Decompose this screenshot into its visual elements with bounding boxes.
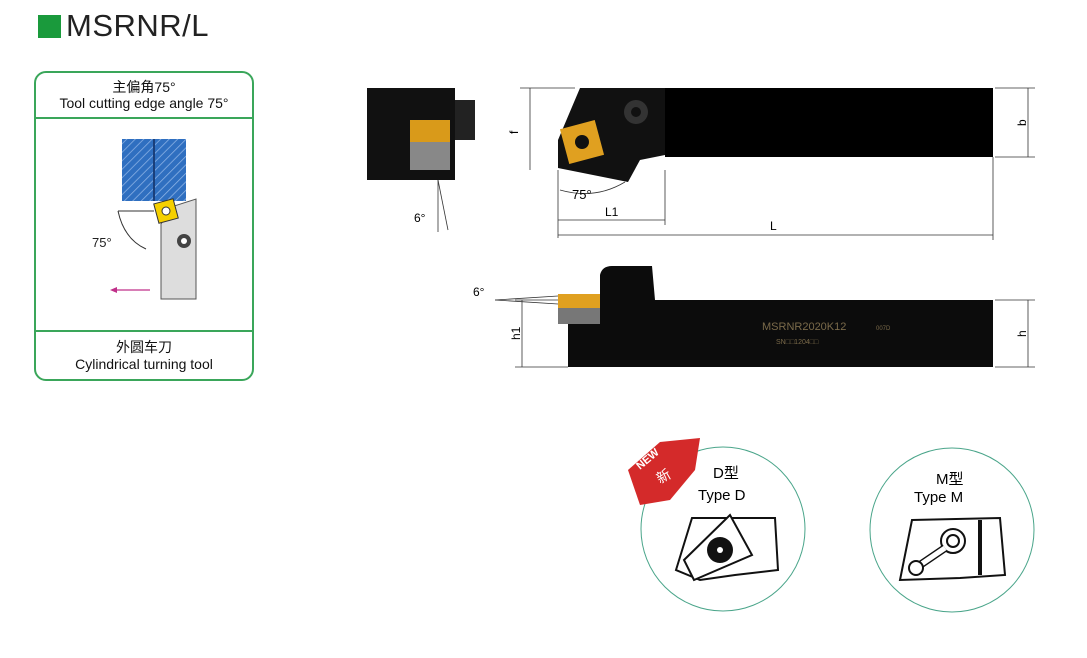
dim-f: f <box>507 130 521 134</box>
type-d-en: Type D <box>698 487 746 504</box>
type-d-circle: NEW 新 D型 Type D <box>628 438 806 612</box>
dim-L1: L1 <box>605 205 619 219</box>
title-text: MSRNR/L <box>66 8 210 43</box>
angle-75: 75° <box>572 187 592 202</box>
footer-cn: 外圆车刀 <box>116 339 172 355</box>
clearance-angle-top: 6° <box>414 211 426 225</box>
type-m-circle: M型 Type M <box>869 447 1035 613</box>
new-badge <box>628 438 700 505</box>
top-view: f b 75° L1 L <box>507 87 1035 240</box>
angle-diagram: 75° <box>92 139 197 300</box>
end-view: 6° <box>367 88 475 232</box>
card-header: 主偏角75° Tool cutting edge angle 75° <box>36 73 252 119</box>
cutting-angle-card: 主偏角75° Tool cutting edge angle 75° 75° 外… <box>34 71 254 381</box>
side-view: MSRNR2020K12 007D SN□□1204□□ 6° h1 h <box>473 266 1035 368</box>
footer-en: Cylindrical turning tool <box>75 356 213 372</box>
insert-marking: SN□□1204□□ <box>776 339 819 346</box>
type-m-en: Type M <box>914 489 963 506</box>
clearance-angle-side: 6° <box>473 285 485 299</box>
dim-h1: h1 <box>509 326 523 340</box>
page-title: MSRNR/L <box>38 8 209 44</box>
angle-label: 75° <box>92 235 112 250</box>
tool-model-marking: MSRNR2020K12 <box>762 321 846 333</box>
card-footer: 外圆车刀 Cylindrical turning tool <box>36 330 252 379</box>
header-cn: 主偏角75° <box>112 79 176 95</box>
tool-code-marking: 007D <box>876 326 891 332</box>
type-m-cn: M型 <box>936 471 964 488</box>
tool-shank <box>160 198 197 300</box>
dim-L: L <box>770 219 777 233</box>
header-en: Tool cutting edge angle 75° <box>59 95 229 111</box>
title-marker <box>38 14 61 38</box>
badge-cn: 新 <box>654 466 674 487</box>
dim-h: h <box>1015 330 1029 337</box>
dim-b: b <box>1015 119 1029 126</box>
type-d-cn: D型 <box>713 465 739 482</box>
